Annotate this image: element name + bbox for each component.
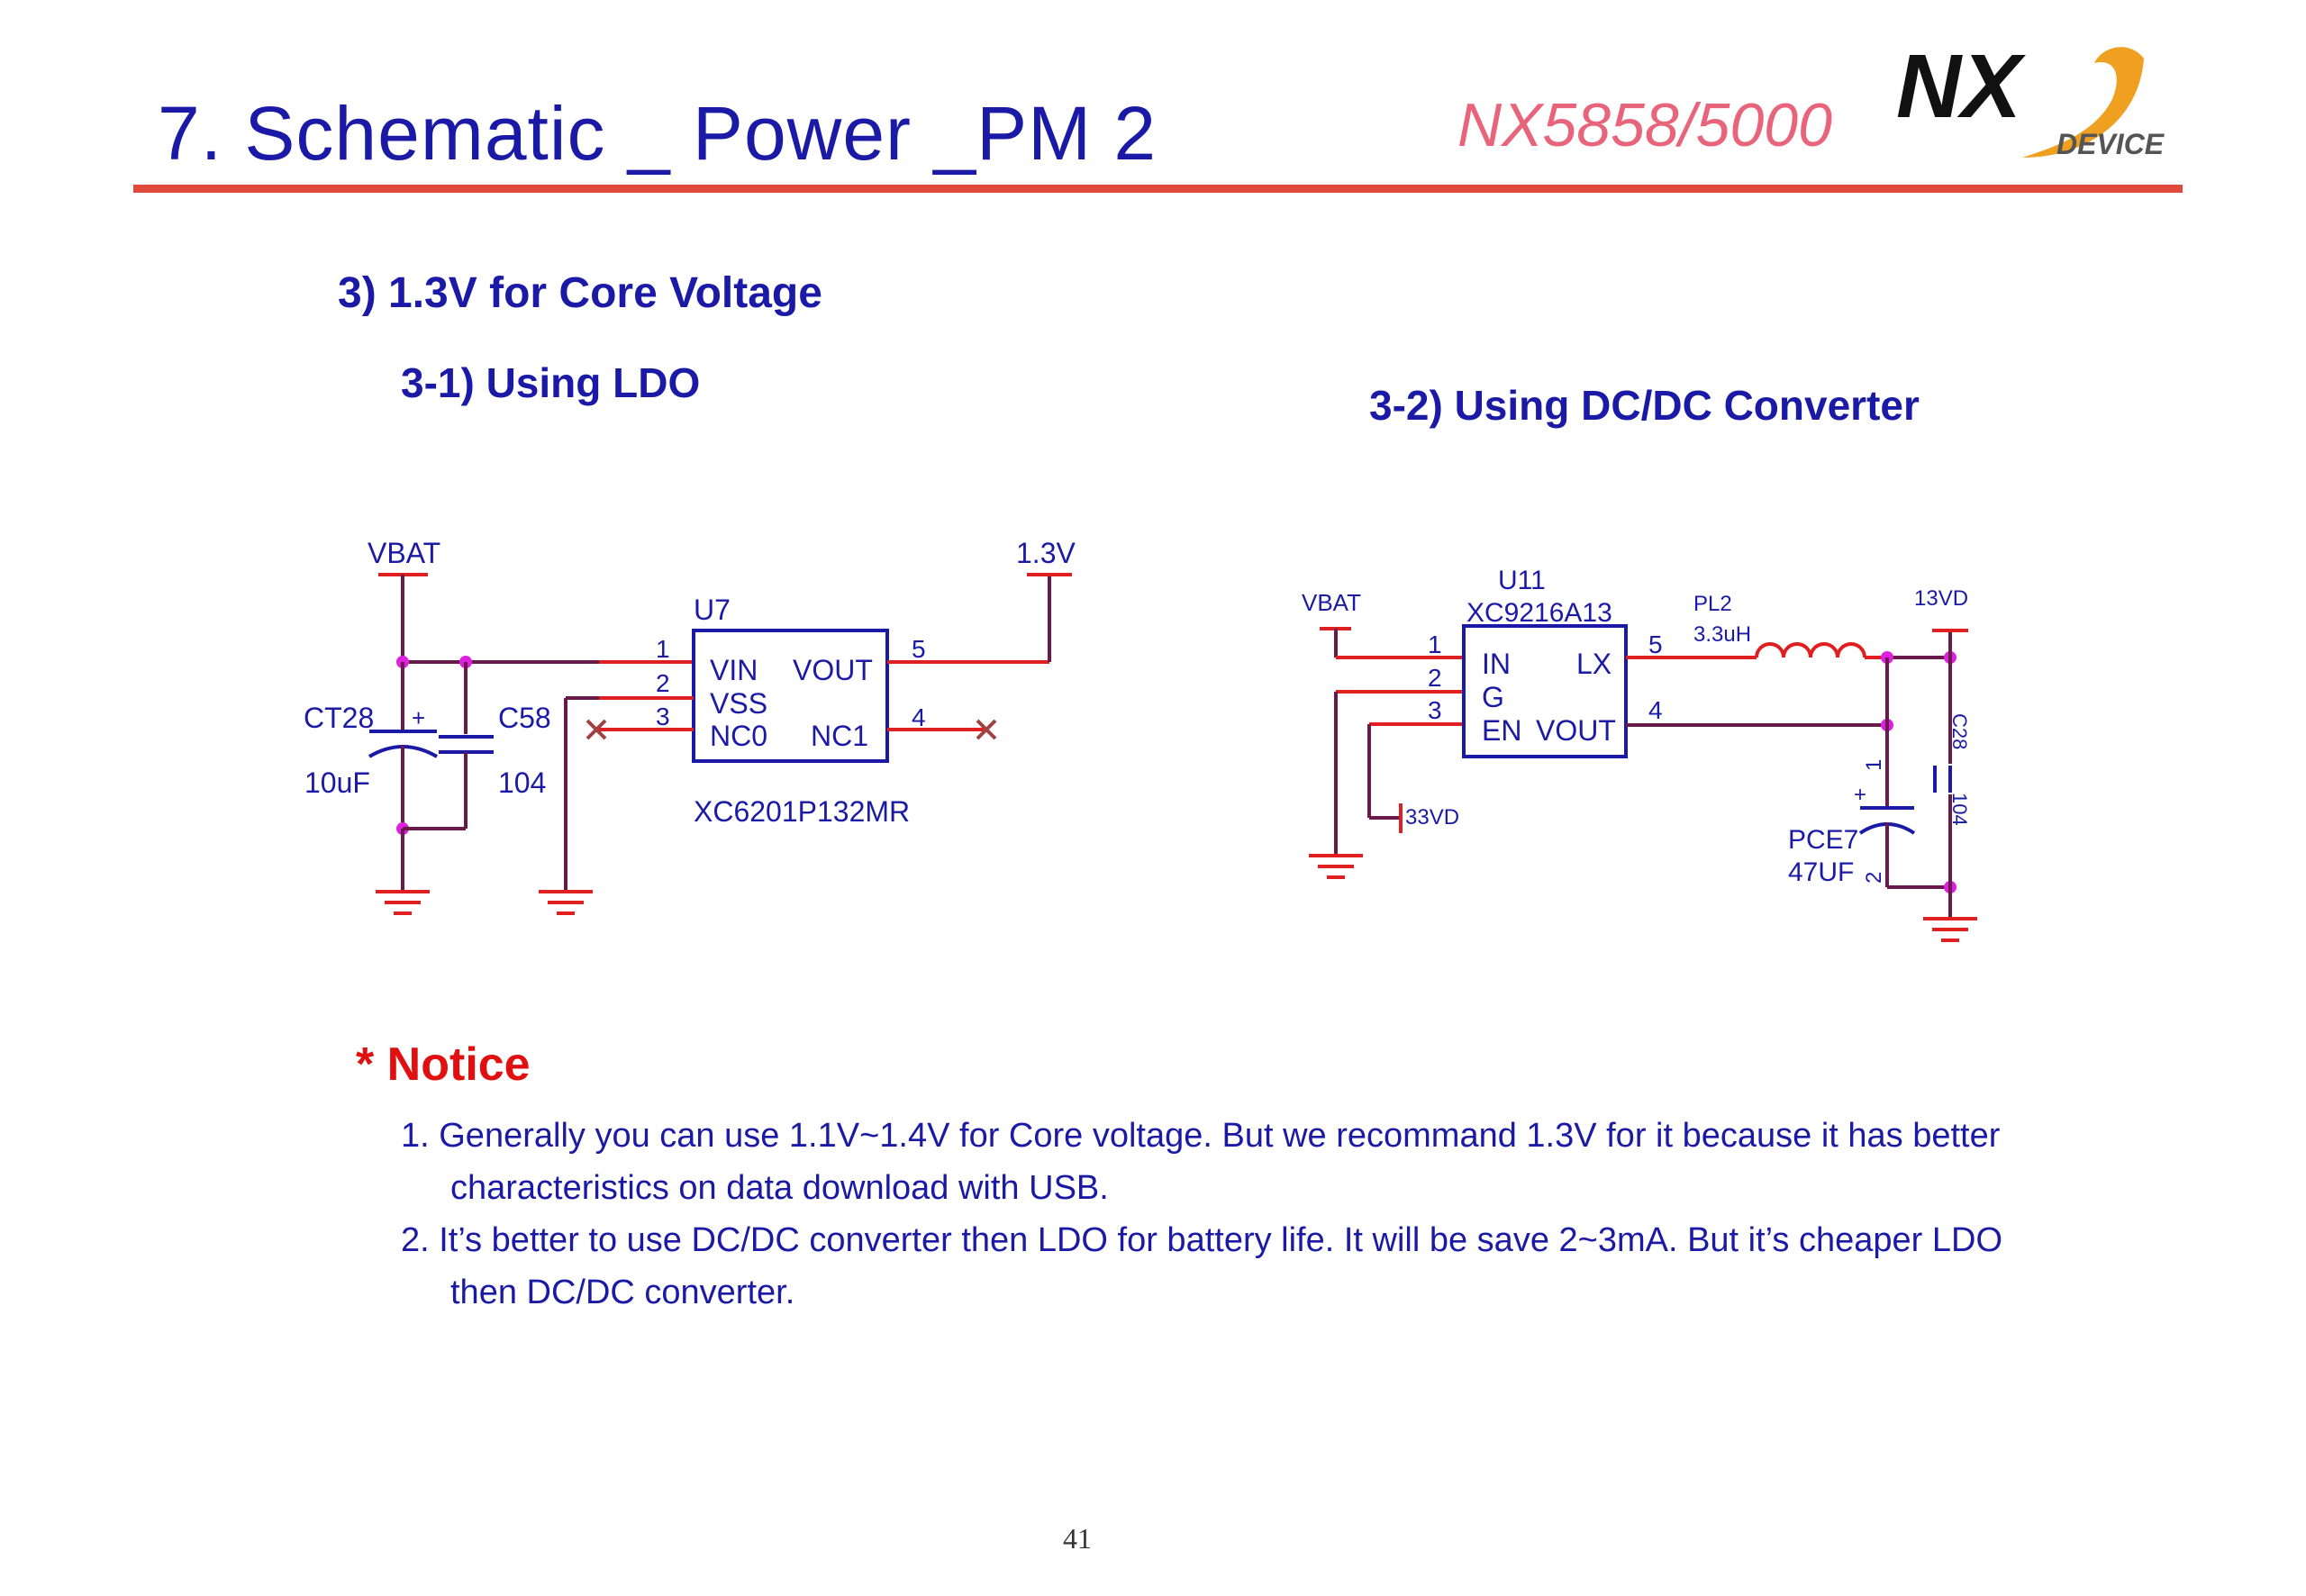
u7-pin-vout: VOUT xyxy=(793,654,873,686)
u11-pin5-num: 5 xyxy=(1648,630,1663,658)
u11-pin3-num: 3 xyxy=(1428,696,1442,724)
pce7-pin2: 2 xyxy=(1862,872,1886,884)
u11-pin2-num: 2 xyxy=(1428,664,1442,692)
u7-pin4-num: 4 xyxy=(912,703,926,731)
dcdc-vbat-label: VBAT xyxy=(1302,589,1361,616)
ldo-heading: 3-1) Using LDO xyxy=(401,359,701,406)
en-net-label: 33VD xyxy=(1405,805,1459,830)
ldo-circuit: VBAT + CT28 10uF C58 104 U7 VIN VSS NC0 xyxy=(304,537,1076,915)
u7-pin-nc0: NC0 xyxy=(710,720,767,752)
u11-chip xyxy=(1462,624,1628,758)
page-number: 41 xyxy=(1063,1522,1092,1555)
nx-device-logo: NX DEVICE xyxy=(1896,36,2165,160)
logo-swoosh xyxy=(2022,47,2144,159)
dcdc-circuit: VBAT 33VD U11 XC9216A13 IN G EN VOUT LX … xyxy=(1302,566,1977,942)
out-net-label: 13VD xyxy=(1914,586,1968,611)
u11-pin-in: IN xyxy=(1482,648,1511,680)
ldo-vbat-label: VBAT xyxy=(368,537,440,569)
u7-pin-vss: VSS xyxy=(710,687,767,720)
u7-part: XC6201P132MR xyxy=(694,795,910,828)
logo-text: NX xyxy=(1896,36,2026,137)
ldo-vout-label: 1.3V xyxy=(1016,537,1076,569)
notice-item-2-line-2: then DC/DC converter. xyxy=(450,1274,795,1311)
c28-ref: C28 xyxy=(1948,713,1971,749)
u11-pin-lx: LX xyxy=(1576,648,1611,680)
c58-value: 104 xyxy=(498,766,546,799)
u7-pin-vin: VIN xyxy=(710,654,758,686)
c58-ref: C58 xyxy=(498,702,551,734)
u7-pin-nc1: NC1 xyxy=(811,720,868,752)
ct28-ref: CT28 xyxy=(304,702,374,734)
notice-item-1-line-2: characteristics on data download with US… xyxy=(450,1169,1109,1207)
model-number: NX5858/5000 xyxy=(1457,91,1832,159)
c28-value: 104 xyxy=(1948,793,1971,826)
u11-pin-en: EN xyxy=(1482,714,1521,747)
u11-pin1-num: 1 xyxy=(1428,630,1442,658)
u11-part: XC9216A13 xyxy=(1466,598,1612,628)
pce7-plus: + xyxy=(1854,783,1866,807)
inductor-pl2 xyxy=(1755,642,1866,658)
notice-title: * Notice xyxy=(356,1038,531,1091)
u7-pin3-num: 3 xyxy=(656,703,670,730)
notice-item-2-line-1: 2. It’s better to use DC/DC converter th… xyxy=(401,1221,2003,1259)
u7-ref: U7 xyxy=(694,594,731,626)
pce7-ref: PCE7 xyxy=(1788,825,1858,855)
u7-pin2-num: 2 xyxy=(656,669,670,697)
logo-subtext: DEVICE xyxy=(2056,128,2165,160)
u11-pin-vout: VOUT xyxy=(1536,714,1616,747)
page-title: 7. Schematic _ Power _PM 2 xyxy=(158,91,1158,176)
ct28-plus: + xyxy=(412,704,425,731)
section-heading: 3) 1.3V for Core Voltage xyxy=(338,269,822,317)
u11-ref: U11 xyxy=(1498,566,1546,595)
u11-pin4-num: 4 xyxy=(1648,696,1663,724)
pce7-pin1: 1 xyxy=(1862,759,1886,771)
pce7-value: 47UF xyxy=(1788,857,1854,887)
pl2-ref: PL2 xyxy=(1693,592,1732,616)
header-divider xyxy=(133,185,2183,193)
ct28-value: 10uF xyxy=(304,766,370,799)
u11-pin-g: G xyxy=(1482,681,1504,713)
dcdc-heading: 3-2) Using DC/DC Converter xyxy=(1369,382,1920,429)
u7-chip xyxy=(692,629,889,763)
u7-pin5-num: 5 xyxy=(912,635,926,663)
u7-pin1-num: 1 xyxy=(656,635,670,663)
notice-item-1-line-1: 1. Generally you can use 1.1V~1.4V for C… xyxy=(401,1117,2001,1155)
pl2-value: 3.3uH xyxy=(1693,622,1751,647)
